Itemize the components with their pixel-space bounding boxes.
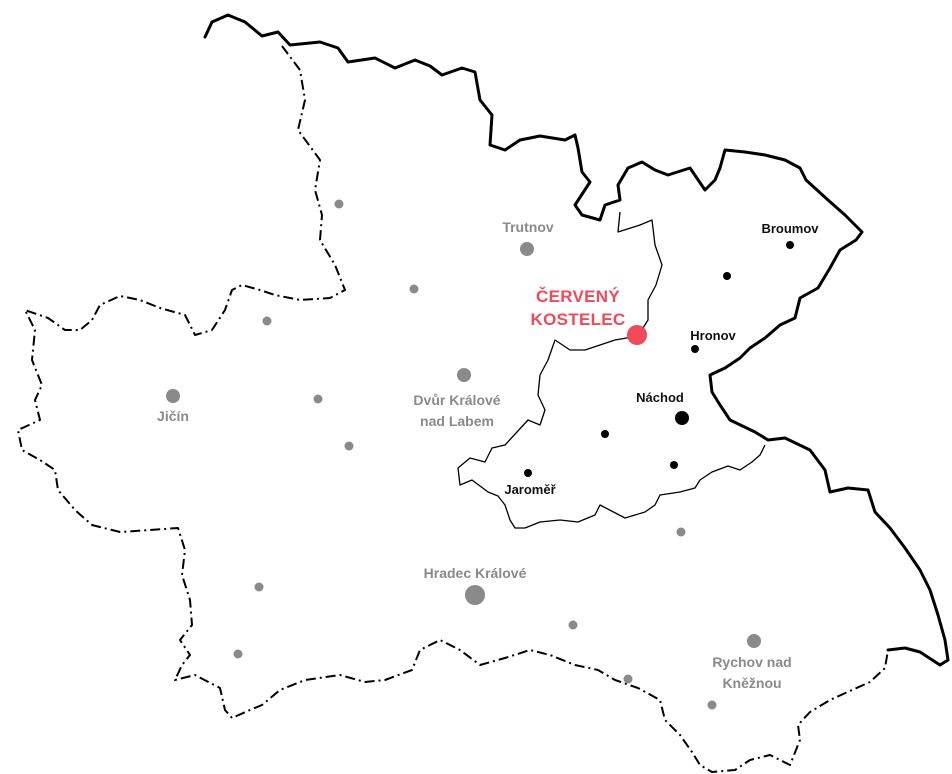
jicin-dot	[166, 389, 180, 403]
hronov-label: Hronov	[690, 328, 736, 343]
trutnov-dot	[520, 242, 534, 256]
town-dot	[601, 430, 609, 438]
cerveny-kostelec-label-1: ČERVENÝ	[536, 287, 620, 306]
rychnov-label-2: Kněžnou	[722, 675, 781, 691]
town-dot	[676, 527, 686, 537]
town-dot	[262, 316, 272, 326]
town-dot	[723, 272, 731, 280]
state-border-north	[203, 13, 950, 667]
town-dot	[670, 461, 678, 469]
jaromer-dot	[524, 469, 532, 477]
nachod-dot	[675, 411, 689, 425]
town-dot	[568, 620, 578, 630]
trutnov-label: Trutnov	[502, 219, 554, 235]
jaromer-label: Jaroměř	[504, 482, 556, 497]
hradec-kralove-dot	[465, 585, 485, 605]
rychnov-label-1: Rychov nad	[712, 654, 791, 670]
broumov-dot	[786, 241, 794, 249]
cerveny-kostelec-label-2: KOSTELEC	[531, 310, 626, 329]
town-dot	[254, 582, 264, 592]
town-dot	[344, 441, 354, 451]
town-dot	[313, 394, 323, 404]
jicin-label: Jičín	[157, 408, 189, 424]
rychnov-dot	[747, 634, 761, 648]
hronov-dot	[691, 345, 699, 353]
cerveny-kostelec-dot	[627, 325, 647, 345]
town-dot	[233, 649, 243, 659]
dvur-kralove-dot	[457, 368, 471, 382]
town-dot	[409, 284, 419, 294]
broumov-label: Broumov	[761, 221, 819, 236]
town-dot	[334, 199, 344, 209]
dvur-kralove-label-2: nad Labem	[420, 413, 494, 429]
region-border-west	[17, 45, 889, 773]
nachod-label: Náchod	[636, 390, 684, 405]
hradec-kralove-label: Hradec Králové	[424, 565, 527, 581]
dvur-kralove-label-1: Dvůr Králové	[413, 392, 500, 408]
town-dot	[707, 700, 717, 710]
town-dot	[623, 674, 633, 684]
